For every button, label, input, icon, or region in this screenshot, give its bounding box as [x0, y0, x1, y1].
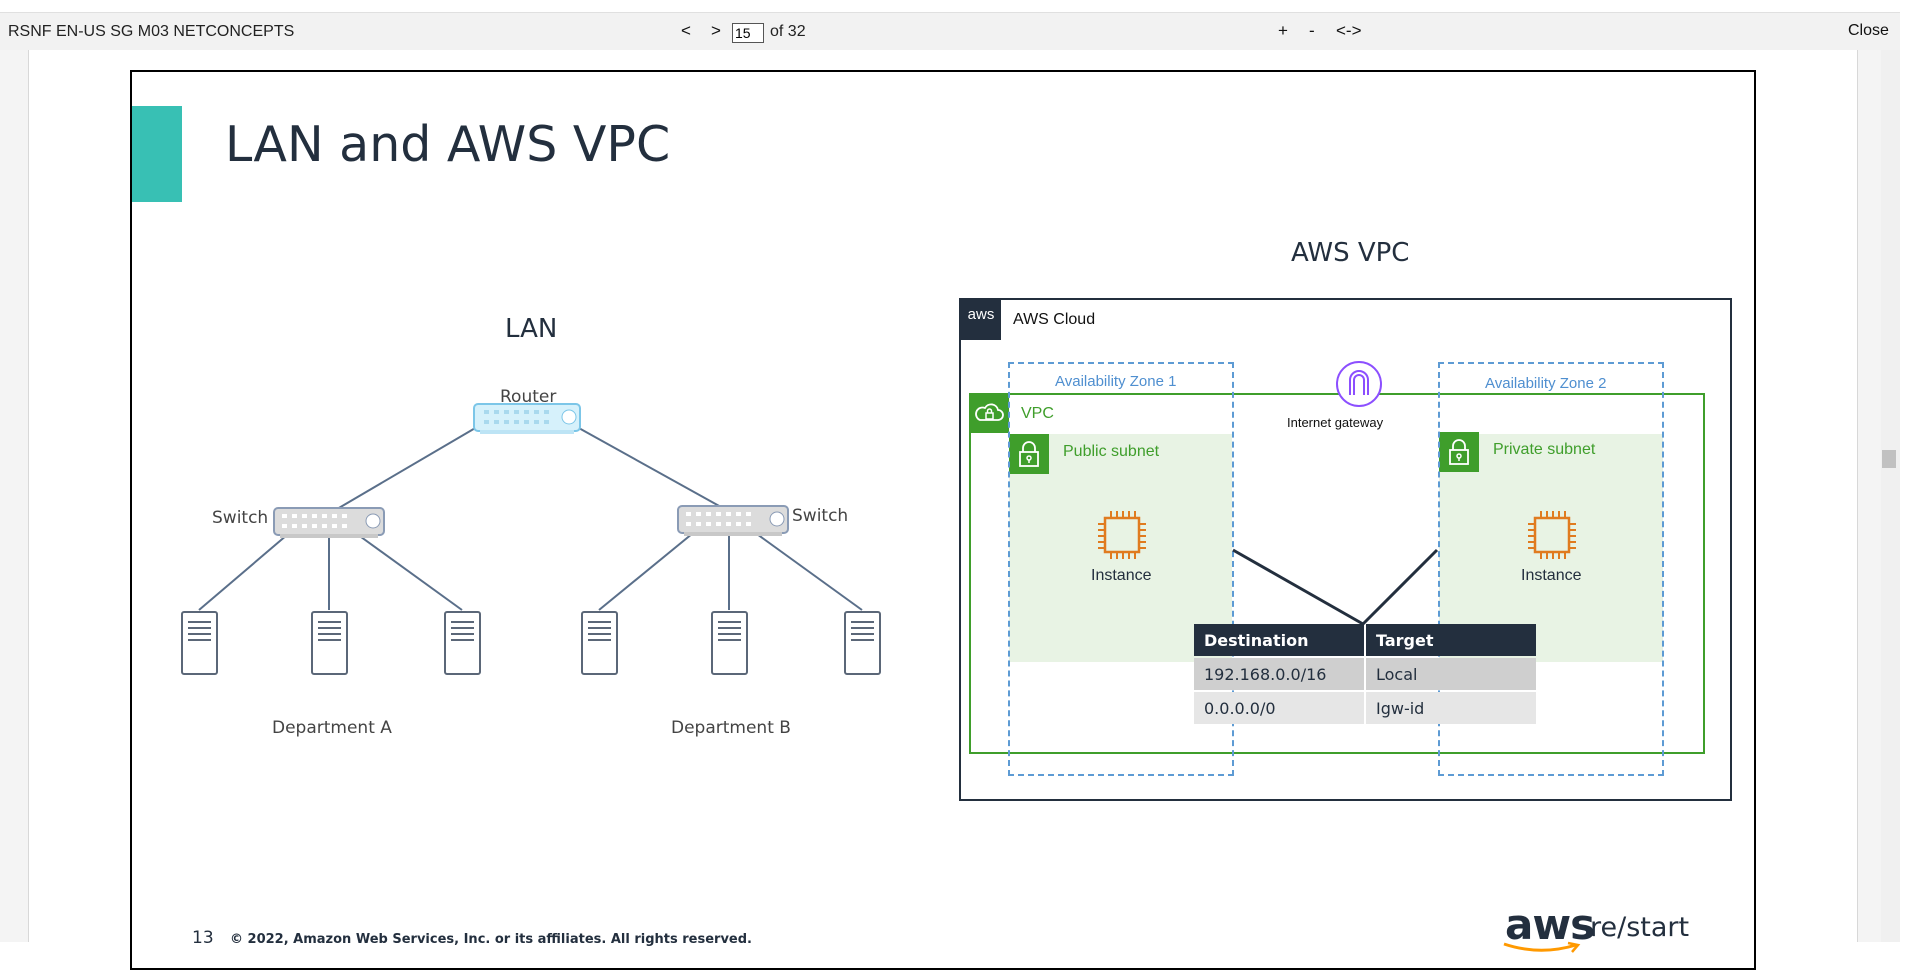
route-destination-cell: 192.168.0.0/16	[1194, 658, 1364, 690]
table-row: 192.168.0.0/16 Local	[1194, 658, 1536, 690]
instance-1-label: Instance	[1091, 567, 1152, 584]
vertical-scrollbar[interactable]	[1881, 50, 1900, 942]
link-switch-left-server-1	[198, 528, 295, 611]
slide-page: LAN and AWS VPC LAN Router Switch Switch…	[130, 70, 1756, 970]
aws-logo: aws	[1505, 900, 1595, 949]
vpc-box	[969, 393, 1705, 754]
title-accent-bar	[132, 106, 182, 202]
previous-page-button[interactable]: <	[681, 21, 691, 40]
server-icon-b2	[711, 611, 748, 675]
link-router-switch-left	[331, 426, 478, 513]
server-icon-b1	[581, 611, 618, 675]
router-icon	[473, 403, 581, 434]
switch-right-icon	[677, 505, 789, 536]
link-router-switch-right	[576, 426, 731, 513]
public-subnet-lock-icon	[1009, 434, 1049, 474]
zoom-in-button[interactable]: +	[1278, 21, 1288, 40]
server-icon-a2	[311, 611, 348, 675]
internet-gateway-label: Internet gateway	[1287, 415, 1384, 430]
copyright-text: © 2022, Amazon Web Services, Inc. or its…	[230, 932, 752, 947]
department-b-label: Department B	[671, 718, 791, 738]
restart-logo-text: re/start	[1590, 912, 1690, 943]
route-target-cell: Igw-id	[1366, 692, 1536, 724]
page-number-input[interactable]	[732, 23, 764, 43]
private-subnet-label: Private subnet	[1493, 441, 1596, 458]
vpc-cloud-lock-icon	[969, 393, 1009, 433]
aws-cloud-icon: aws	[961, 300, 1001, 340]
availability-zone-2-box	[1438, 362, 1664, 776]
vpc-label: VPC	[1021, 405, 1054, 422]
table-row: 0.0.0.0/0 Igw-id	[1194, 692, 1536, 724]
next-page-button[interactable]: >	[711, 21, 721, 40]
switch-left-label: Switch	[212, 508, 269, 528]
route-table-header-destination: Destination	[1194, 624, 1364, 656]
aws-vpc-heading: AWS VPC	[1291, 238, 1410, 268]
route-table-connector	[1232, 548, 1439, 626]
viewer-toolbar: RSNF EN-US SG M03 NETCONCEPTS < > of 32 …	[0, 12, 1900, 51]
route-table-header-target: Target	[1366, 624, 1536, 656]
close-button[interactable]: Close	[1846, 20, 1891, 42]
aws-smile-icon	[1503, 941, 1581, 953]
window-edge	[1900, 0, 1919, 942]
switch-left-icon	[273, 507, 385, 538]
server-icon-b3	[844, 611, 881, 675]
document-title: RSNF EN-US SG M03 NETCONCEPTS	[8, 23, 295, 40]
lan-heading: LAN	[505, 314, 558, 344]
fit-width-button[interactable]: <->	[1336, 21, 1362, 40]
public-subnet-label: Public subnet	[1063, 443, 1160, 460]
scrollbar-thumb[interactable]	[1882, 450, 1896, 468]
page-total: of 32	[770, 23, 806, 40]
aws-cloud-label: AWS Cloud	[1013, 311, 1096, 328]
instance-2-label: Instance	[1521, 567, 1582, 584]
server-icon-a1	[181, 611, 218, 675]
router-label: Router	[500, 387, 557, 407]
switch-right-label: Switch	[792, 506, 849, 526]
route-table: Destination Target 192.168.0.0/16 Local …	[1192, 622, 1538, 726]
route-target-cell: Local	[1366, 658, 1536, 690]
slide-page-number: 13	[192, 928, 214, 948]
link-switch-right-server-1	[598, 528, 699, 611]
slide-title: LAN and AWS VPC	[225, 116, 671, 173]
availability-zone-1-label: Availability Zone 1	[1055, 373, 1177, 390]
zoom-out-button[interactable]: -	[1309, 21, 1315, 40]
link-switch-left-server-3	[349, 528, 463, 611]
department-a-label: Department A	[272, 718, 392, 738]
server-icon-a3	[444, 611, 481, 675]
link-switch-right-server-3	[749, 528, 863, 611]
viewer-gutter-right	[1857, 50, 1882, 942]
lan-diagram	[181, 403, 881, 675]
availability-zone-1-box	[1008, 362, 1234, 776]
private-subnet-lock-icon	[1439, 432, 1479, 472]
document-viewer: LAN and AWS VPC LAN Router Switch Switch…	[0, 50, 1900, 970]
viewer-gutter-left	[0, 50, 29, 942]
aws-cloud-box: aws AWS Cloud VPC	[959, 298, 1732, 801]
route-destination-cell: 0.0.0.0/0	[1194, 692, 1364, 724]
availability-zone-2-label: Availability Zone 2	[1485, 375, 1607, 392]
